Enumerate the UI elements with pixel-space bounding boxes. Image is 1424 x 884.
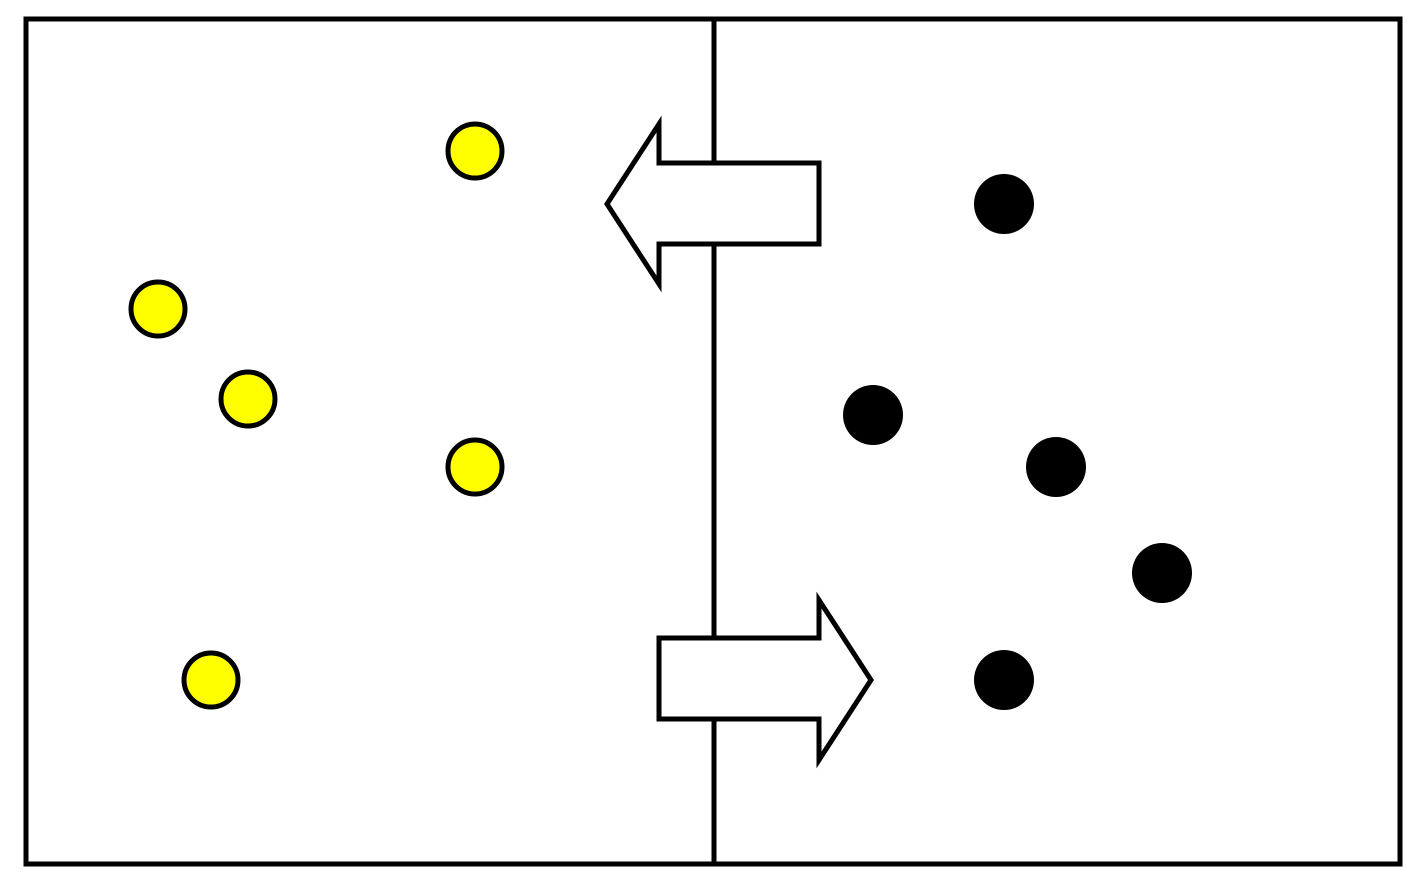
black-particle [1026, 437, 1086, 497]
right-compartment [843, 174, 1192, 710]
black-particle [974, 650, 1034, 710]
black-particle [1132, 543, 1192, 603]
black-particle [843, 385, 903, 445]
left-compartment [128, 121, 505, 710]
yellow-particle [218, 369, 278, 429]
yellow-particle [181, 650, 241, 710]
right-arrow [656, 591, 874, 769]
yellow-particle [445, 121, 505, 181]
yellow-particle [128, 279, 188, 339]
yellow-particle [445, 437, 505, 497]
black-particle [974, 174, 1034, 234]
left-arrow [604, 115, 822, 293]
